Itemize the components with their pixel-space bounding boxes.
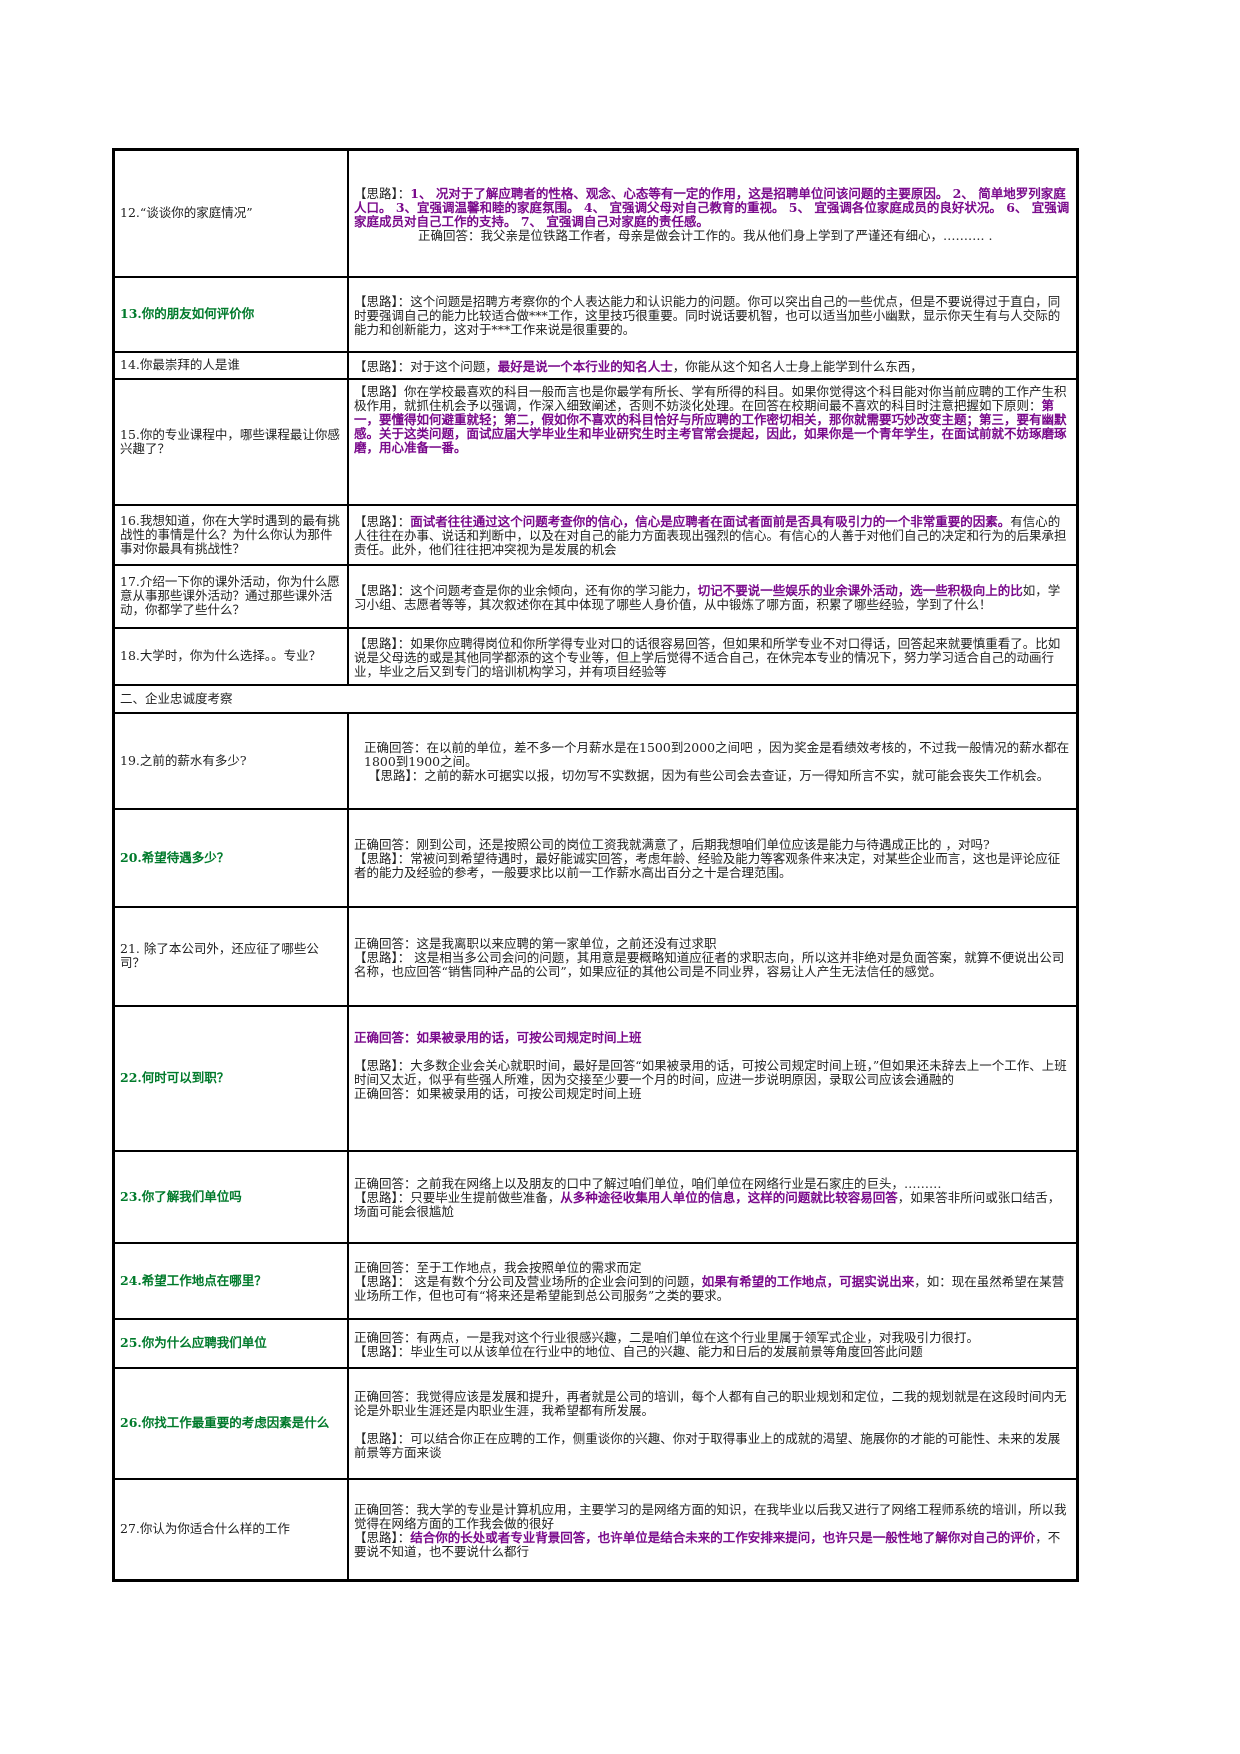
question-cell: 25.你为什么应聘我们单位 bbox=[112, 1317, 349, 1369]
table-row: 15.你的专业课程中，哪些课程最让你感兴趣了？ 【思路】你在学校最喜欢的科目一般… bbox=[112, 377, 1079, 506]
table-row: 25.你为什么应聘我们单位 正确回答：有两点，一是我对这个行业很感兴趣，二是咱们… bbox=[112, 1317, 1079, 1369]
question-cell: 15.你的专业课程中，哪些课程最让你感兴趣了？ bbox=[112, 377, 349, 506]
question-cell: 27.你认为你适合什么样的工作 bbox=[112, 1477, 349, 1582]
question-cell: 21. 除了本公司外，还应征了哪些公司？ bbox=[112, 905, 349, 1007]
highlight-text: 切记不要说一些娱乐的业余课外活动，选一些积极向上的比 bbox=[697, 582, 1023, 598]
answer-cell: 【思路】：如果你应聘得岗位和你所学得专业对口的话很容易回答，但如果和所学专业不对… bbox=[347, 626, 1079, 686]
table-row: 22.何时可以到职？ 正确回答：如果被录用的话，可按公司规定时间上班 【思路】：… bbox=[112, 1004, 1079, 1152]
question-cell: 20.希望待遇多少？ bbox=[112, 807, 349, 908]
answer-cell: 【思路】：这个问题是招聘方考察你的个人表达能力和认识能力的问题。你可以突出自己的… bbox=[347, 275, 1079, 353]
table-row: 23.你了解我们单位吗 正确回答：之前我在网络上以及朋友的口中了解过咱们单位，咱… bbox=[112, 1149, 1079, 1244]
answer-cell: 【思路】：这个问题考查是你的业余倾向，还有你的学习能力，切记不要说一些娱乐的业余… bbox=[347, 563, 1079, 629]
answer-cell: 正确回答：在以前的单位，差不多一个月薪水是在1500到2000之间吧 ，因为奖金… bbox=[347, 711, 1079, 810]
table-row: 18.大学时，你为什么选择。。专业？ 【思路】：如果你应聘得岗位和你所学得专业对… bbox=[112, 626, 1079, 686]
table-row: 27.你认为你适合什么样的工作 正确回答：我大学的专业是计算机应用，主要学习的是… bbox=[112, 1477, 1079, 1582]
table-row: 19.之前的薪水有多少? 正确回答：在以前的单位，差不多一个月薪水是在1500到… bbox=[112, 711, 1079, 810]
highlight-text: 1、 况对于了解应聘者的性格、观念、心态等有一定的作用，这是招聘单位问该问题的主… bbox=[354, 185, 1070, 229]
question-cell: 24.希望工作地点在哪里？ bbox=[112, 1241, 349, 1320]
section-header-row: 二、企业忠诚度考察 bbox=[112, 683, 1079, 714]
highlight-text: 从多种途径收集用人单位的信息，这样的问题就比较容易回答 bbox=[560, 1190, 898, 1205]
answer-cell: 正确回答：有两点，一是我对这个行业很感兴趣，二是咱们单位在这个行业里属于领军式企… bbox=[347, 1317, 1079, 1369]
question-cell: 17.介绍一下你的课外活动，你为什么愿意从事那些课外活动？通过那些课外活动，你都… bbox=[112, 563, 349, 629]
table-row: 24.希望工作地点在哪里？ 正确回答：至于工作地点，我会按照单位的需求而定 【思… bbox=[112, 1241, 1079, 1320]
answer-cell: 正确回答：如果被录用的话，可按公司规定时间上班 【思路】：大多数企业会关心就职时… bbox=[347, 1004, 1079, 1152]
table-row: 26.你找工作最重要的考虑因素是什么 正确回答：我觉得应该是发展和提升，再者就是… bbox=[112, 1366, 1079, 1480]
question-cell: 26.你找工作最重要的考虑因素是什么 bbox=[112, 1366, 349, 1480]
question-cell: 18.大学时，你为什么选择。。专业？ bbox=[112, 626, 349, 686]
highlight-text: 正确回答：如果被录用的话，可按公司规定时间上班 bbox=[354, 1029, 642, 1045]
highlight-text: 最好是说一个本行业的知名人士 bbox=[497, 358, 673, 374]
answer-cell: 正确回答：之前我在网络上以及朋友的口中了解过咱们单位，咱们单位在网络行业是石家庄… bbox=[347, 1149, 1079, 1244]
question-cell: 22.何时可以到职？ bbox=[112, 1004, 349, 1152]
highlight-text: 面试者往往通过这个问题考查你的信心，信心是应聘者在面试者面前是否具有吸引力的一个… bbox=[410, 514, 1011, 529]
table-row: 16.我想知道，你在大学时遇到的最有挑战性的事情是什么？为什么你认为那件事对你最… bbox=[112, 503, 1079, 566]
answer-cell: 正确回答：至于工作地点，我会按照单位的需求而定 【思路】： 这是有数个分公司及营… bbox=[347, 1241, 1079, 1320]
answer-cell: 正确回答：刚到公司，还是按照公司的岗位工资我就满意了，后期我想咱们单位应该是能力… bbox=[347, 807, 1079, 908]
question-cell: 12.“谈谈你的家庭情况” bbox=[112, 148, 349, 278]
answer-cell: 【思路】你在学校最喜欢的科目一般而言也是你最学有所长、学有所得的科目。如果你觉得… bbox=[347, 377, 1079, 506]
table-row: 17.介绍一下你的课外活动，你为什么愿意从事那些课外活动？通过那些课外活动，你都… bbox=[112, 563, 1079, 629]
highlight-text: 结合你的长处或者专业背景回答，也许单位是结合未来的工作安排来提问，也许只是一般性… bbox=[410, 1529, 1036, 1545]
highlight-text: 第一，要懂得如何避重就轻；第二，假如你不喜欢的科目恰好与所应聘的工作密切相关，那… bbox=[354, 397, 1067, 455]
highlight-text: 如果有希望的工作地点，可据实说出来 bbox=[701, 1274, 915, 1289]
table-row: 14.你最崇拜的人是谁 【思路】：对于这个问题，最好是说一个本行业的知名人士，你… bbox=[112, 350, 1079, 380]
question-cell: 19.之前的薪水有多少? bbox=[112, 711, 349, 810]
section-title: 二、企业忠诚度考察 bbox=[112, 683, 1079, 714]
answer-cell: 【思路】：1、 况对于了解应聘者的性格、观念、心态等有一定的作用，这是招聘单位问… bbox=[347, 148, 1079, 278]
question-cell: 14.你最崇拜的人是谁 bbox=[112, 350, 349, 380]
table-row: 13.你的朋友如何评价你 【思路】：这个问题是招聘方考察你的个人表达能力和认识能… bbox=[112, 275, 1079, 353]
answer-cell: 正确回答：这是我离职以来应聘的第一家单位，之前还没有过求职 【思路】： 这是相当… bbox=[347, 905, 1079, 1007]
answer-cell: 【思路】：对于这个问题，最好是说一个本行业的知名人士，你能从这个知名人士身上能学… bbox=[347, 350, 1079, 380]
qa-table: 12.“谈谈你的家庭情况” 【思路】：1、 况对于了解应聘者的性格、观念、心态等… bbox=[112, 148, 1079, 1582]
table-row: 21. 除了本公司外，还应征了哪些公司？ 正确回答：这是我离职以来应聘的第一家单… bbox=[112, 905, 1079, 1007]
table-row: 12.“谈谈你的家庭情况” 【思路】：1、 况对于了解应聘者的性格、观念、心态等… bbox=[112, 148, 1079, 278]
question-cell: 23.你了解我们单位吗 bbox=[112, 1149, 349, 1244]
question-cell: 13.你的朋友如何评价你 bbox=[112, 275, 349, 353]
answer-cell: 【思路】：面试者往往通过这个问题考查你的信心，信心是应聘者在面试者面前是否具有吸… bbox=[347, 503, 1079, 566]
table-row: 20.希望待遇多少？ 正确回答：刚到公司，还是按照公司的岗位工资我就满意了，后期… bbox=[112, 807, 1079, 908]
answer-cell: 正确回答：我大学的专业是计算机应用，主要学习的是网络方面的知识，在我毕业以后我又… bbox=[347, 1477, 1079, 1582]
answer-cell: 正确回答：我觉得应该是发展和提升，再者就是公司的培训，每个人都有自己的职业规划和… bbox=[347, 1366, 1079, 1480]
question-cell: 16.我想知道，你在大学时遇到的最有挑战性的事情是什么？为什么你认为那件事对你最… bbox=[112, 503, 349, 566]
